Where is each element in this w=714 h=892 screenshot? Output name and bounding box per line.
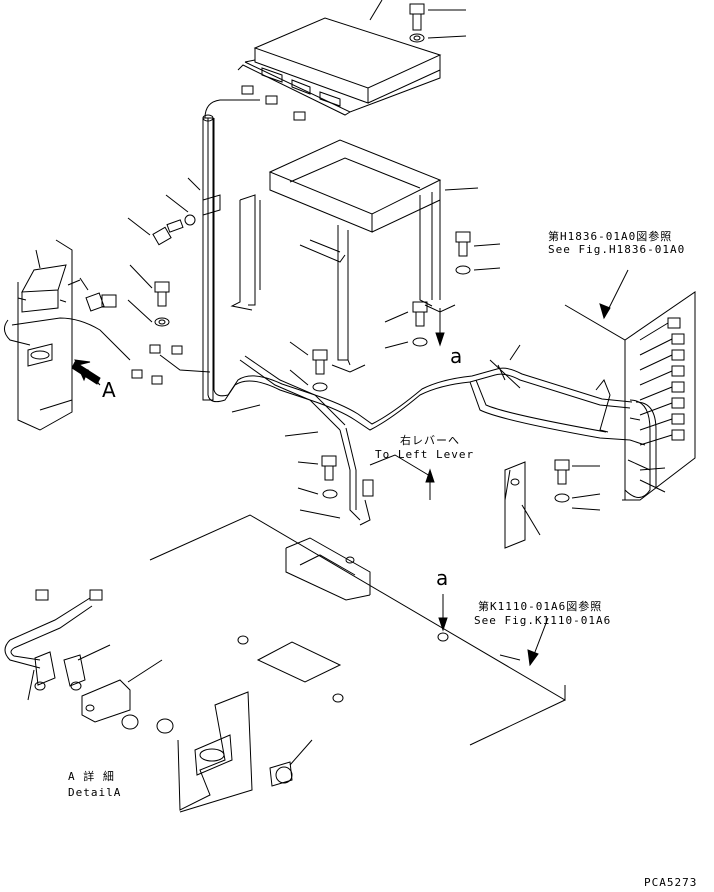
ref-k1110-jp-label: 第K1110-01A6図参照 <box>478 600 603 613</box>
ref-h1836-jp-label: 第H1836-01A0図参照 <box>548 230 673 243</box>
detail-a-drawing <box>5 590 292 812</box>
fuse-panel <box>565 292 695 500</box>
bolt-6 <box>298 456 340 518</box>
connector-panel <box>4 240 130 430</box>
bolt-panel <box>80 278 116 311</box>
clamp-rod <box>188 115 220 400</box>
view-arrow-a-label: A <box>102 378 116 402</box>
small-connectors <box>132 86 305 384</box>
floor-plate <box>150 515 565 745</box>
bolt-7 <box>555 460 600 510</box>
bolt-1 <box>128 195 195 245</box>
point-a-lower-label: a <box>436 566 449 590</box>
part-code-label: PCA5273 <box>644 876 698 889</box>
bolt-2 <box>128 265 169 326</box>
bolt-4 <box>385 302 427 348</box>
ref-h1836-en-label: See Fig.H1836-01A0 <box>548 243 686 256</box>
lever-jp-label: 右レバーへ <box>400 434 460 447</box>
bolt-3 <box>456 232 500 274</box>
leader-lines <box>28 405 665 765</box>
detail-en-label: DetailA <box>68 786 122 799</box>
controller-box <box>238 0 440 115</box>
point-a-upper-label: a <box>450 344 463 368</box>
callout-arrows <box>72 270 628 665</box>
ref-k1110-en-label: See Fig.K1110-01A6 <box>474 614 612 627</box>
harness-bracket <box>505 462 525 548</box>
lever-en-label: To Left Lever <box>375 448 475 461</box>
wire-harness <box>205 100 656 525</box>
detail-jp-label: A 詳 細 <box>68 770 115 783</box>
bolt-5 <box>290 342 327 391</box>
bolt-top <box>410 4 466 42</box>
